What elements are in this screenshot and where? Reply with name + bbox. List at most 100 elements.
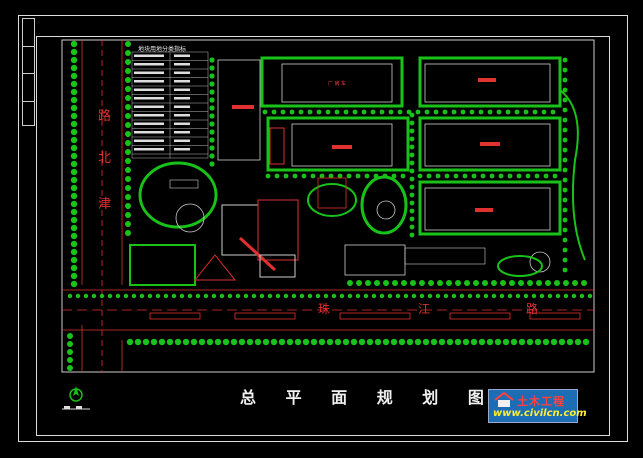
tree-icon [251,293,257,299]
tree-icon [70,40,78,48]
tree-icon [271,109,277,115]
tree-icon [505,109,511,115]
tree-icon [125,68,131,74]
tree-icon [409,192,415,198]
tree-icon [562,187,568,193]
tree-icon [211,293,217,299]
tree-icon [424,109,430,115]
tree-icon [209,105,215,111]
tree-icon [254,338,262,346]
tree-icon [346,173,352,179]
tree-icon [342,338,350,346]
tree-icon [67,365,73,371]
tree-rows [67,40,593,371]
tree-icon [363,293,369,299]
tree-icon [70,136,78,144]
tree-icon [67,293,73,299]
tree-icon [209,121,215,127]
tree-icon [134,338,142,346]
tree-icon [527,280,533,286]
building-label: 厂 房 车 [328,81,347,87]
drawing-title: 总 平 面 规 划 图 [240,388,496,407]
tree-icon [125,50,131,56]
tree-icon [70,184,78,192]
tree-icon [371,293,377,299]
tree-icon [419,280,425,286]
tree-icon [550,338,558,346]
tree-icon [125,212,131,218]
tree-icon [415,109,421,115]
tree-icon [70,80,78,88]
site-logo[interactable]: 土木工程 www.civilcn.com [488,389,587,423]
tree-icon [70,48,78,56]
tree-icon [174,338,182,346]
tree-icon [502,338,510,346]
tree-icon [411,293,417,299]
tree-icon [562,77,568,83]
tree-icon [115,293,121,299]
tree-icon [435,293,441,299]
tree-icon [574,338,582,346]
tree-icon [480,173,486,179]
tree-icon [171,293,177,299]
tree-icon [562,257,568,263]
tree-icon [125,59,131,65]
tree-icon [443,293,449,299]
tree-icon [442,109,448,115]
tree-icon [427,293,433,299]
tree-icon [406,109,412,115]
tree-icon [328,173,334,179]
tree-icon [209,113,215,119]
tree-icon [125,95,131,101]
tree-icon [209,89,215,95]
vertical-road [81,40,123,372]
tree-icon [125,140,131,146]
tree-icon [572,280,578,286]
tree-icon [246,338,254,346]
tree-icon [70,128,78,136]
tree-icon [498,173,504,179]
tree-icon [219,293,225,299]
tree-icon [227,293,233,299]
logo-url[interactable]: www.civilcn.com [493,408,587,419]
tree-icon [428,280,434,286]
tree-icon [326,338,334,346]
tree-icon [209,57,215,63]
tree-icon [265,173,271,179]
drawing-frame-outer [18,15,628,442]
tree-icon [446,280,452,286]
tree-icon [438,338,446,346]
tree-icon [275,293,281,299]
tree-icon [403,293,409,299]
tree-icon [270,338,278,346]
tree-icon [280,109,286,115]
tree-icon [316,109,322,115]
tree-icon [70,224,78,232]
tree-icon [209,161,215,167]
tree-icon [310,338,318,346]
tree-icon [587,293,593,299]
tree-icon [562,247,568,253]
tree-icon [516,173,522,179]
tree-icon [426,173,432,179]
tree-icon [190,338,198,346]
tree-icon [209,129,215,135]
tree-icon [83,293,89,299]
tree-icon [547,293,553,299]
tree-icon [289,109,295,115]
tree-icon [307,293,313,299]
index-table [131,51,209,159]
tree-icon [471,173,477,179]
tree-icon [70,192,78,200]
tree-icon [209,81,215,87]
tree-icon [478,109,484,115]
tree-icon [446,338,454,346]
tree-icon [67,333,73,339]
tree-icon [125,230,131,236]
tree-icon [352,109,358,115]
tree-icon [139,293,145,299]
tree-icon [125,41,131,47]
tree-icon [459,293,465,299]
tree-icon [331,293,337,299]
tree-icon [126,338,134,346]
